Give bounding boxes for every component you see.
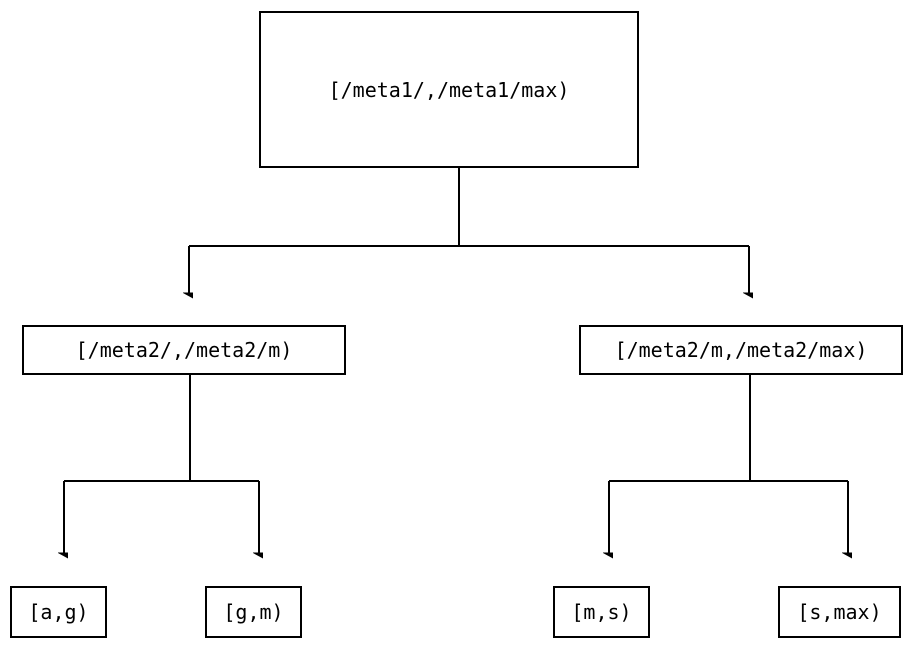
node-mid-left[interactable]: [/meta2/,/meta2/m) <box>22 325 346 375</box>
node-leaf-a-g[interactable]: [a,g) <box>10 586 107 638</box>
node-root[interactable]: [/meta1/,/meta1/max) <box>259 11 639 168</box>
node-mid-right[interactable]: [/meta2/m,/meta2/max) <box>579 325 903 375</box>
node-leaf-m-s[interactable]: [m,s) <box>553 586 650 638</box>
node-leaf-g-m[interactable]: [g,m) <box>205 586 302 638</box>
node-leaf-s-max[interactable]: [s,max) <box>778 586 901 638</box>
